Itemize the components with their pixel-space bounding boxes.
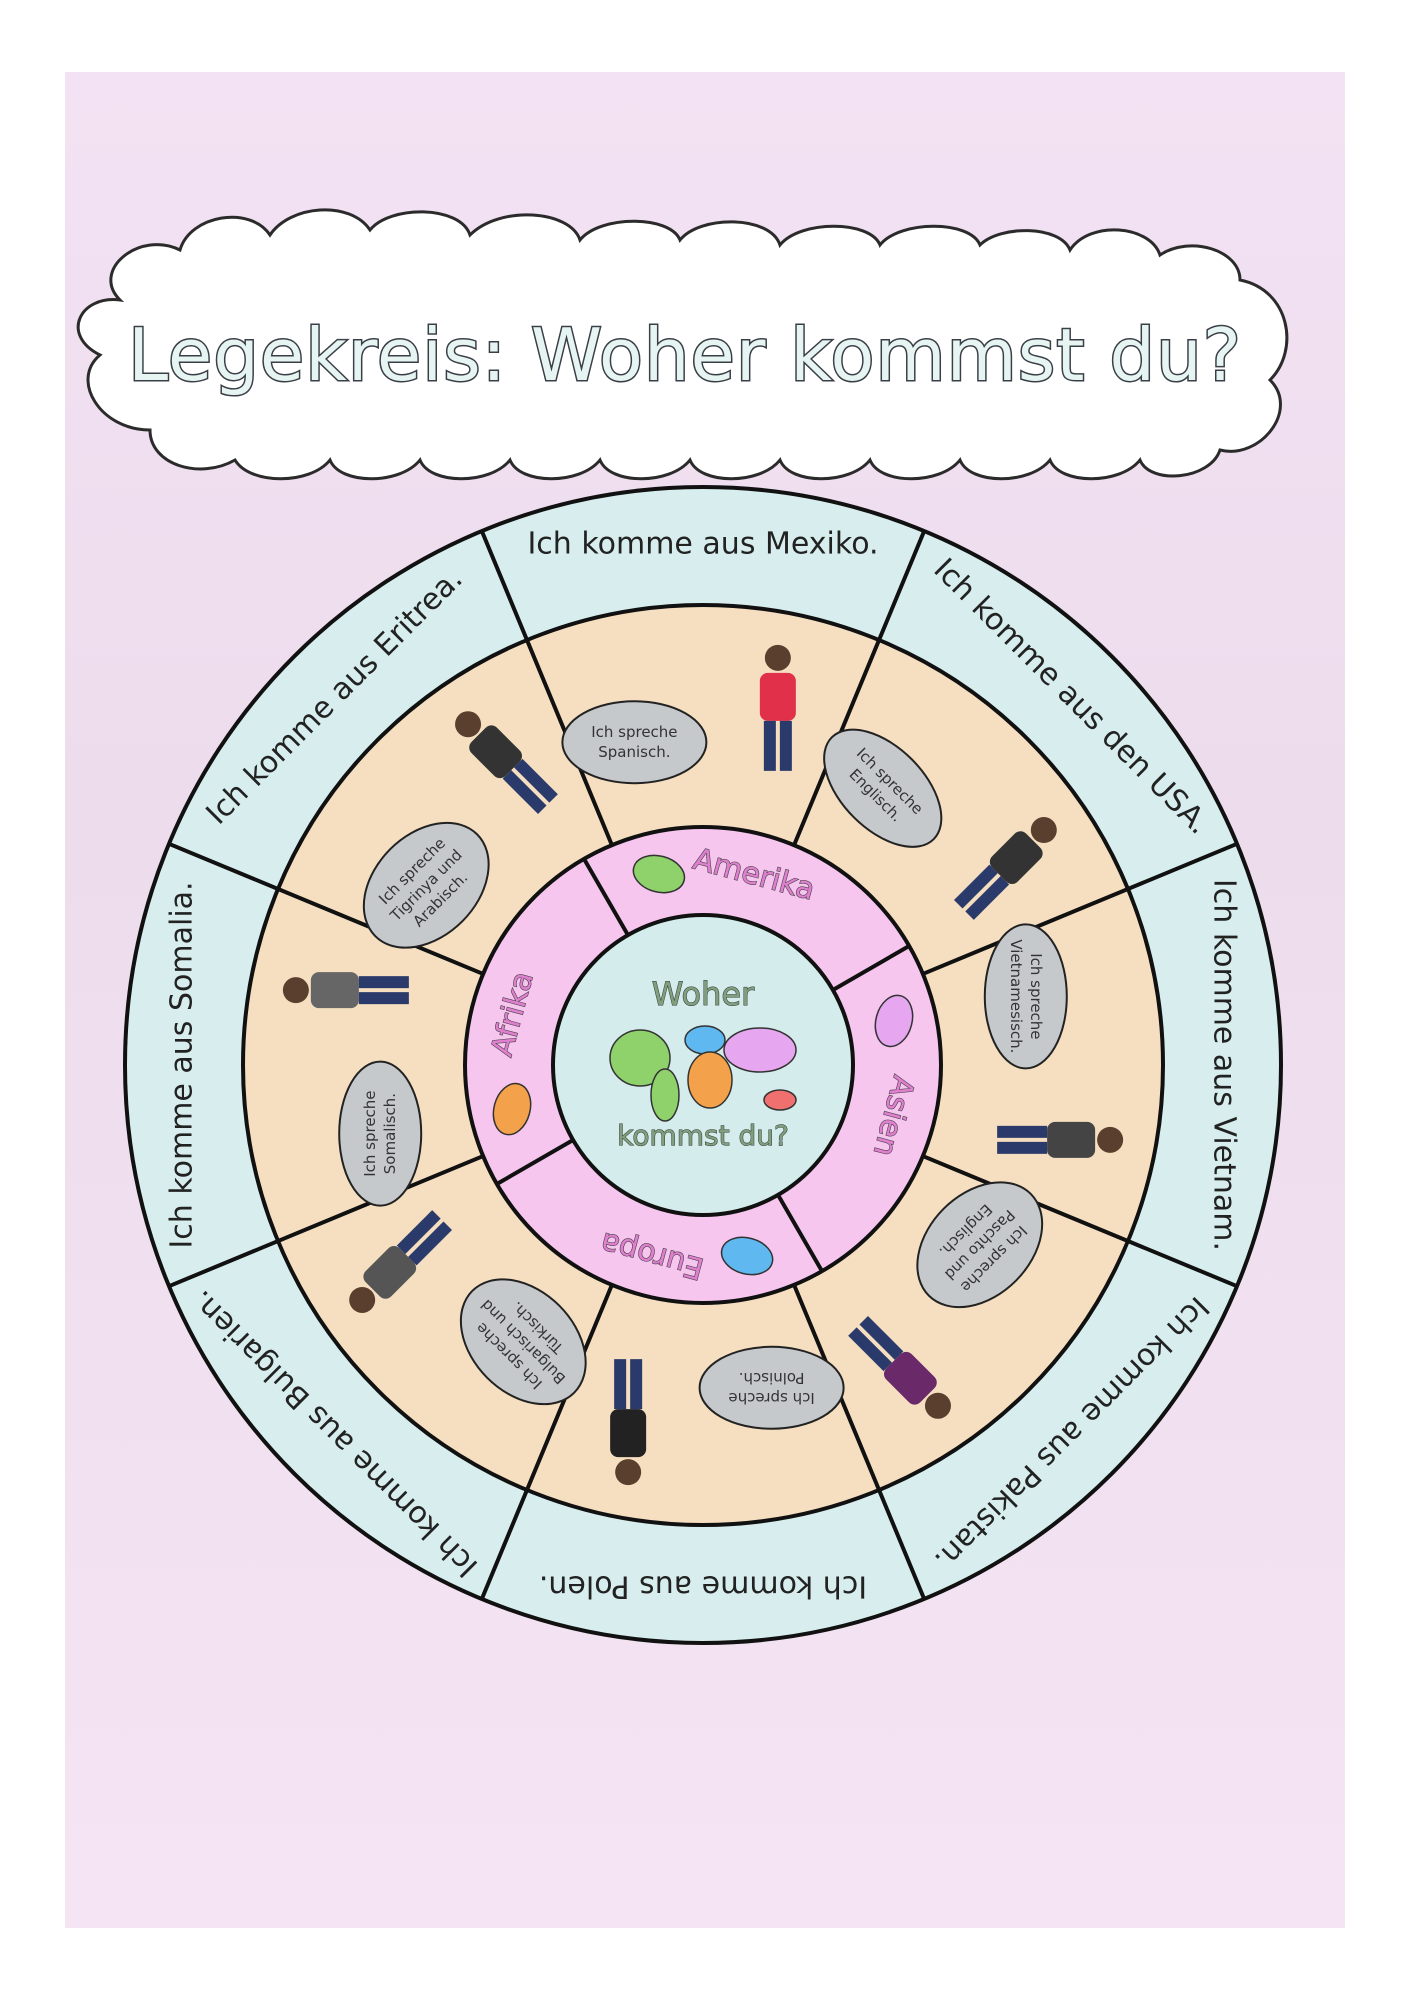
- continent-divider: [776, 1193, 824, 1273]
- segment-divider: [792, 530, 927, 846]
- person-figure: [455, 711, 558, 814]
- bubble-line: Ich spreche: [361, 1090, 379, 1176]
- person-figure: [282, 972, 409, 1009]
- country-label: Ich komme aus Mexiko.: [527, 527, 878, 562]
- bubble-line: Spanisch.: [598, 743, 670, 761]
- bubble-line: Vietnamesisch.: [1007, 939, 1025, 1053]
- africa-map-icon: [492, 1082, 532, 1136]
- country-label: Ich komme aus Vietnam.: [1207, 879, 1242, 1251]
- person-figure: [759, 644, 796, 771]
- segment-divider: [168, 1154, 484, 1289]
- center-title-line2: kommst du?: [617, 1119, 789, 1152]
- country-label: Ich komme aus Somalia.: [165, 881, 200, 1248]
- person-figure: [610, 1359, 647, 1486]
- title-cloud: Legekreis: Woher kommst du?: [76, 208, 1289, 481]
- person-figure: [349, 1210, 452, 1313]
- center-title-line1: Woher: [652, 975, 755, 1013]
- asia-map-icon: [874, 994, 914, 1048]
- person-figure: [848, 1316, 951, 1419]
- europe-map-icon: [720, 1236, 774, 1276]
- bubble-line: Ich spreche: [1027, 953, 1045, 1039]
- segment-divider: [479, 1284, 614, 1600]
- cloud-shape: [76, 208, 1289, 481]
- bubble-line: Somalisch.: [381, 1093, 399, 1174]
- bubble-line: Ich spreche: [591, 723, 677, 741]
- center-content: Woher kommst du?: [609, 975, 797, 1153]
- country-label: Ich komme aus Polen.: [539, 1569, 867, 1604]
- world-map-icon: [609, 1025, 797, 1122]
- continent-divider: [831, 944, 911, 992]
- segment-divider: [168, 841, 484, 976]
- continent-dividers: [495, 857, 911, 1273]
- bubble-line: Polnisch.: [739, 1369, 805, 1387]
- continent-divider: [495, 1138, 575, 1186]
- segment-divider: [792, 1284, 927, 1600]
- america-map-icon: [632, 854, 686, 894]
- continent-divider: [582, 857, 630, 937]
- person-figure: [954, 817, 1057, 920]
- segment-dividers: [168, 530, 1238, 1600]
- speech-bubble: Ich spreche Polnisch.: [698, 1345, 845, 1430]
- person-figure: [997, 1121, 1124, 1158]
- segment-divider: [922, 841, 1238, 976]
- bubble-line: Ich spreche: [728, 1389, 814, 1407]
- page-title: Legekreis: Woher kommst du?: [128, 313, 1242, 397]
- segment-divider: [922, 1154, 1238, 1289]
- segment-divider: [479, 530, 614, 846]
